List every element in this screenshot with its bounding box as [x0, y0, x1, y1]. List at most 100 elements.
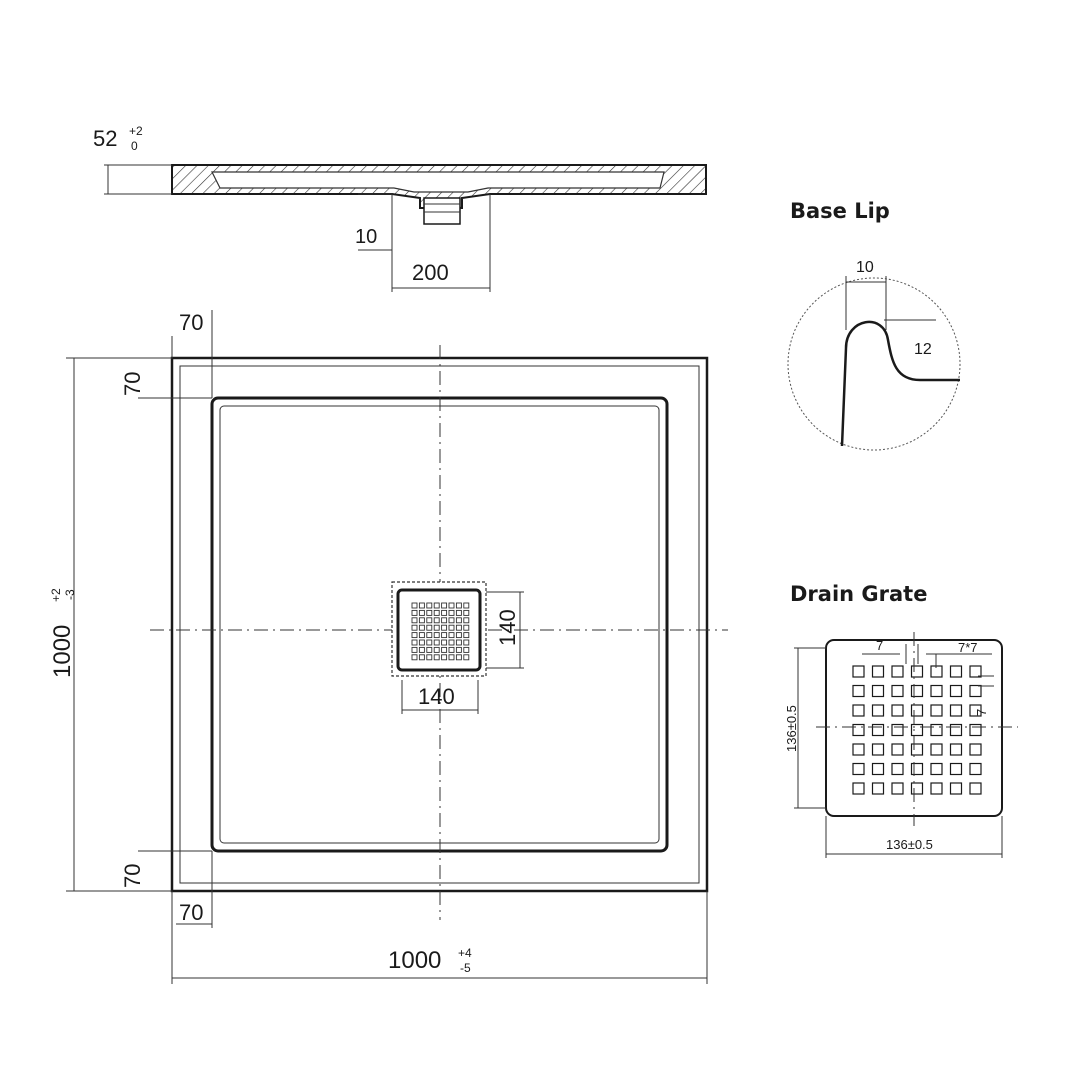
plan-grate-hole	[463, 639, 470, 646]
plan-grate-hole	[411, 632, 418, 639]
grate-hole	[871, 723, 885, 737]
plan-width-value: 1000	[388, 947, 441, 974]
plan-grate-hole	[433, 609, 440, 616]
grate-hole	[891, 782, 904, 795]
base-lip-profile	[840, 320, 960, 447]
plan-height-tol-lower: -3	[63, 589, 77, 600]
plan-grate-hole	[441, 624, 448, 631]
plan-view: 70 70 70 70 1000 +2 -3 1000 +4 -5 140	[49, 310, 728, 984]
plan-grate-hole	[411, 617, 418, 624]
grate-hole	[930, 704, 943, 717]
grate-hole	[891, 743, 904, 756]
side-height-value: 52	[93, 126, 117, 151]
plan-grate-hole	[426, 654, 433, 661]
grate-hole	[871, 684, 885, 698]
grate-hole	[910, 665, 924, 678]
grate-hole	[949, 762, 963, 776]
plan-grate-hole	[433, 602, 440, 609]
rim-bottom-width: 70	[179, 900, 203, 925]
grate-hole	[852, 704, 865, 717]
plan-grate-hole	[448, 654, 455, 661]
rim-bottom-height: 70	[120, 864, 145, 888]
plan-grate-hole	[441, 639, 448, 646]
plan-grate-hole	[448, 646, 455, 653]
plan-grate-hole	[433, 624, 440, 631]
plan-grate-hole	[441, 654, 448, 661]
grate-hole	[891, 684, 904, 698]
plan-drain-holes	[411, 602, 470, 661]
grate-hole	[930, 684, 943, 698]
plan-grate-hole	[426, 632, 433, 639]
grate-hole-spacing: 7	[876, 638, 883, 653]
plan-grate-hole	[448, 617, 455, 624]
plan-grate-hole	[418, 639, 425, 646]
plan-grate-hole	[448, 632, 455, 639]
waste-depth-value: 10	[355, 226, 377, 248]
grate-hole	[930, 723, 943, 737]
plan-grate-hole	[448, 609, 455, 616]
plan-grate-hole	[426, 639, 433, 646]
rim-top-width: 70	[179, 310, 203, 335]
grate-hole	[871, 762, 885, 776]
plan-grate-hole	[463, 602, 470, 609]
waste-outlet	[423, 197, 461, 225]
plan-grate-hole	[411, 654, 418, 661]
grate-hole	[871, 665, 885, 678]
plan-grate-hole	[418, 602, 425, 609]
grate-hole	[891, 704, 904, 717]
grate-hole	[949, 723, 963, 737]
plan-grate-hole	[463, 609, 470, 616]
plan-grate-hole	[448, 602, 455, 609]
plan-grate-hole	[426, 646, 433, 653]
plan-grate-hole	[433, 639, 440, 646]
grate-edge-size: 7	[974, 709, 989, 716]
grate-hole	[969, 782, 982, 795]
side-height-tol-lower: 0	[131, 139, 138, 153]
plan-grate-hole	[455, 609, 462, 616]
grate-hole	[910, 782, 924, 795]
base-lip-detail-circle	[787, 277, 961, 451]
grate-hole	[949, 684, 963, 698]
base-lip-title: Base Lip	[790, 199, 890, 223]
plan-grate-hole	[418, 646, 425, 653]
plan-grate-hole	[426, 609, 433, 616]
base-lip-detail: Base Lip 10 12	[787, 199, 961, 451]
grate-hole	[969, 723, 982, 737]
grate-hole-size: 7*7	[958, 640, 978, 655]
plan-width-tol-lower: -5	[460, 961, 471, 975]
grate-hole	[852, 723, 865, 737]
grate-hole	[930, 743, 943, 756]
plan-grate-hole	[463, 654, 470, 661]
plan-grate-hole	[441, 632, 448, 639]
side-height-tol-upper: +2	[129, 124, 143, 138]
plan-width-tol-upper: +4	[458, 946, 472, 960]
plan-grate-hole	[433, 654, 440, 661]
drain-grate-holes	[852, 665, 982, 795]
grate-hole	[969, 743, 982, 756]
plan-grate-hole	[441, 646, 448, 653]
grate-hole	[910, 723, 924, 737]
plan-grate-hole	[411, 646, 418, 653]
grate-hole	[891, 762, 904, 776]
grate-hole	[949, 743, 963, 756]
plan-grate-hole	[411, 602, 418, 609]
plan-grate-hole	[411, 639, 418, 646]
base-lip-radius: 12	[914, 341, 932, 358]
plan-grate-hole	[455, 602, 462, 609]
grate-hole	[852, 762, 865, 776]
grate-hole	[949, 704, 963, 717]
plan-grate-hole	[455, 646, 462, 653]
plan-drain-width: 140	[418, 684, 455, 709]
plan-grate-hole	[418, 632, 425, 639]
plan-grate-hole	[455, 654, 462, 661]
drain-grate-detail: Drain Grate 7 7*7 7 136±0.5 136±0.5	[784, 582, 1018, 858]
plan-grate-hole	[463, 632, 470, 639]
grate-hole	[910, 743, 924, 756]
plan-height-tol-upper: +2	[49, 588, 63, 602]
grate-hole	[969, 665, 982, 678]
grate-hole	[969, 684, 982, 698]
plan-grate-hole	[426, 602, 433, 609]
grate-hole	[949, 782, 963, 795]
rim-left-height: 70	[120, 372, 145, 396]
grate-hole	[852, 684, 865, 698]
